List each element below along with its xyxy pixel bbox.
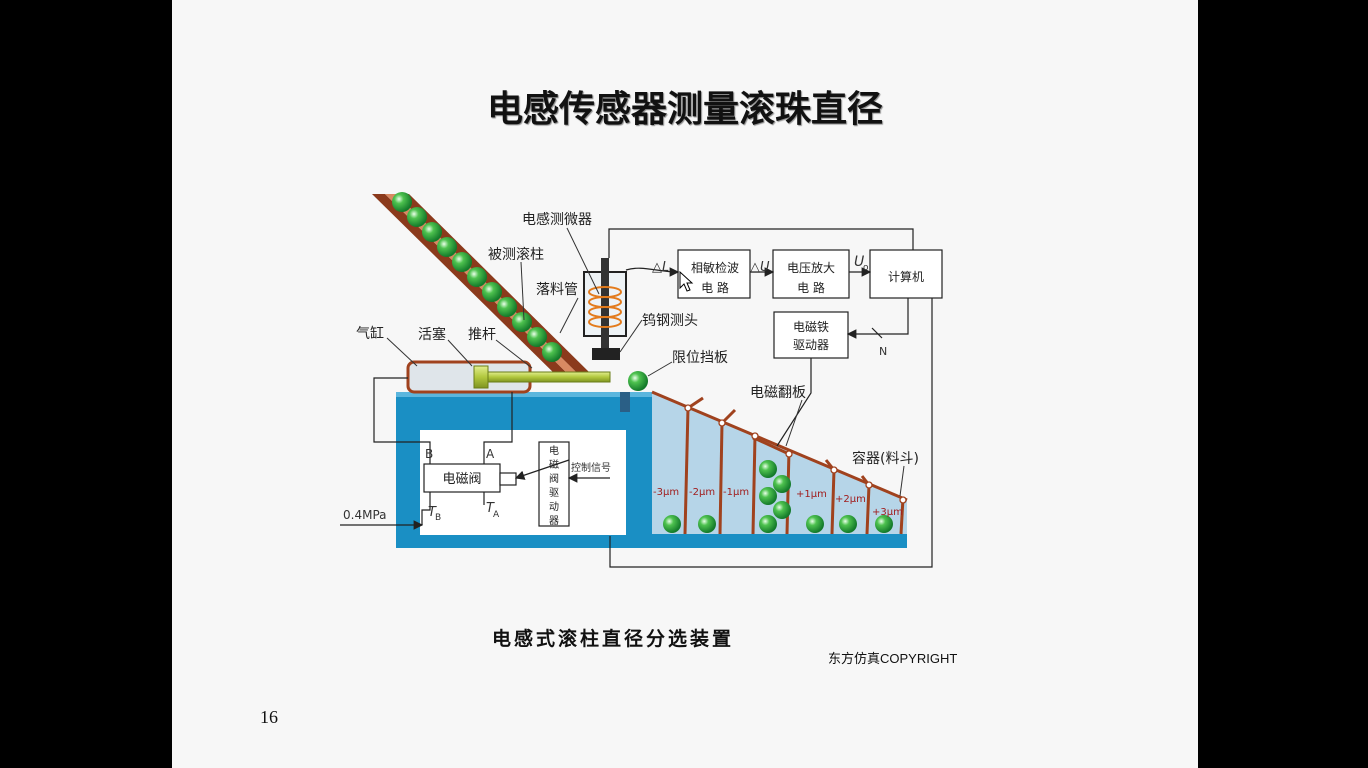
magnet-driver-text: 电磁铁 xyxy=(793,319,829,334)
measured-ball xyxy=(628,371,648,391)
probe-label: 钨钢测头 xyxy=(642,313,698,329)
amp-text: 电 路 xyxy=(797,280,825,295)
tube-balls xyxy=(392,192,562,362)
computer-block xyxy=(869,249,943,299)
copyright-text: 东方仿真COPYRIGHT xyxy=(828,651,958,666)
bin-label: -2μm xyxy=(689,487,715,498)
container-label: 容器(料斗) xyxy=(852,450,919,467)
stop-label: 限位挡板 xyxy=(672,350,728,366)
bin-label: +2μm xyxy=(835,494,866,505)
bin-balls xyxy=(663,460,893,533)
cylinder-label: 气缸 xyxy=(356,325,384,342)
amp-text: 电压放大 xyxy=(787,260,835,275)
flap-label: 电磁翻板 xyxy=(750,385,806,401)
inductive-sensor xyxy=(583,258,627,360)
push-rod xyxy=(487,371,611,383)
bin-label: +1μm xyxy=(796,489,827,500)
demod-text: 相敏检波 xyxy=(691,260,739,275)
bin-label: -1μm xyxy=(723,487,749,498)
signal-du: △U xyxy=(750,260,770,275)
slide: 电感传感器测量滚珠直径 xyxy=(172,0,1198,768)
mouse-cursor-icon xyxy=(679,270,694,292)
page-number: 16 xyxy=(260,707,278,727)
valve-driver-char: 阀 xyxy=(549,472,559,485)
magnet-driver-text: 驱动器 xyxy=(793,338,829,352)
valve-driver-char: 电 xyxy=(549,444,559,457)
page-title: 电感传感器测量滚珠直径 xyxy=(486,88,883,130)
rod-label: 推杆 xyxy=(468,327,496,343)
demod-text: 电 路 xyxy=(701,280,729,295)
valve-text: 电磁阀 xyxy=(442,472,481,487)
sorting-device-diagram: -3μm -2μm -1μm +1μm +2μm +3μm xyxy=(340,192,943,568)
valve-block xyxy=(423,463,501,493)
machine-base xyxy=(652,534,907,548)
flap-hinges xyxy=(684,404,907,504)
sensor-label: 电感测微器 xyxy=(522,211,592,228)
valve-driver-char: 驱 xyxy=(549,487,559,499)
tube-label: 落料管 xyxy=(536,282,578,298)
port-a-label: A xyxy=(486,447,495,461)
bin-label: +3μm xyxy=(872,507,903,518)
container xyxy=(652,392,907,534)
port-b-label: B xyxy=(425,447,433,461)
ta-label: T xyxy=(486,501,495,516)
tb-label: T xyxy=(428,505,437,520)
valve-driver-char: 器 xyxy=(549,515,559,527)
valve-driver-char: 动 xyxy=(549,501,559,513)
figure-caption: 电感式滚柱直径分选装置 xyxy=(492,628,735,650)
piston-label: 活塞 xyxy=(418,326,446,343)
signal-dl: △L xyxy=(652,260,669,275)
roller-label: 被测滚柱 xyxy=(488,246,544,263)
signal-uo-sub: o xyxy=(863,263,869,273)
signal-n: N xyxy=(879,345,887,358)
control-signal-label: 控制信号 xyxy=(571,461,611,474)
bin-label: -3μm xyxy=(653,487,679,498)
ta-sub-label: A xyxy=(493,510,500,520)
valve-driver-char: 磁 xyxy=(549,458,559,471)
computer-text: 计算机 xyxy=(888,269,924,284)
valve-driver-block xyxy=(538,441,570,527)
pressure-label: 0.4MPa xyxy=(343,508,387,522)
piston xyxy=(473,365,489,389)
signal-uo: U xyxy=(854,254,864,270)
tb-sub-label: B xyxy=(435,513,441,523)
bin-dividers xyxy=(683,407,905,535)
